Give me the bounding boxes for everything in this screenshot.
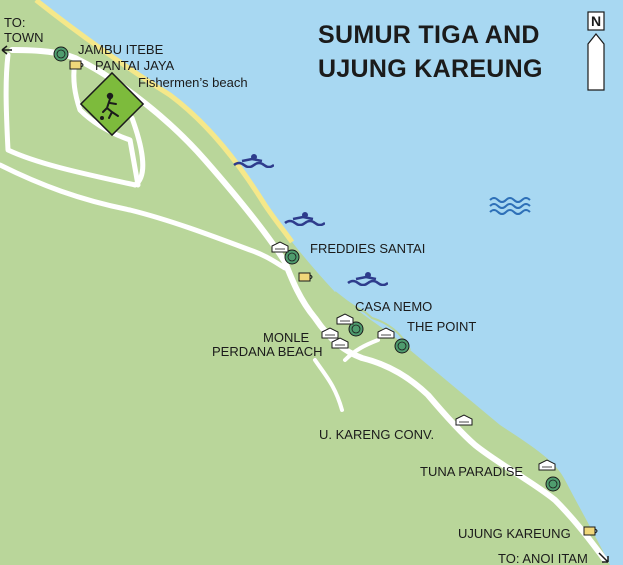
north-arrow-icon: N	[587, 11, 605, 91]
inland-road-a	[3, 52, 146, 188]
place-label-freddies-santai: FREDDIES SANTAI	[310, 241, 426, 256]
restaurant-icon	[284, 249, 300, 265]
restaurant-icon	[348, 321, 364, 337]
place-label-perdana-beach: PERDANA BEACH	[212, 344, 323, 359]
inland-road-c	[0, 162, 288, 271]
cafe-icon	[583, 526, 598, 536]
place-label-u-kareng-conv: U. KARENG CONV.	[319, 427, 435, 442]
restaurant-icon	[545, 476, 561, 492]
bungalow-icon	[271, 241, 289, 253]
waves-icon	[489, 197, 531, 215]
branch-road	[313, 358, 344, 412]
bungalow-icon	[331, 337, 349, 349]
arrow-down-right-icon	[598, 552, 609, 563]
place-label-monle: MONLE	[263, 330, 310, 345]
place-label-the-point: THE POINT	[407, 319, 477, 334]
place-label-ujung-kareung: UJUNG KAREUNG	[458, 526, 571, 541]
place-label-casa-nemo: CASA NEMO	[355, 299, 433, 314]
restaurant-icon	[394, 338, 410, 354]
place-label-jambu-itebe: JAMBU ITEBE	[78, 42, 164, 57]
inland-road-b	[71, 57, 141, 188]
bungalow-icon	[321, 327, 339, 339]
branch-road-2	[343, 338, 380, 362]
place-label-fishermens-beach: Fishermen’s beach	[138, 75, 248, 90]
map-title-line2: UJUNG KAREUNG	[318, 55, 543, 83]
football-field-icon	[79, 71, 145, 137]
bungalow-icon	[455, 414, 473, 426]
restaurant-icon	[53, 46, 69, 62]
place-label-pantai-jaya: PANTAI JAYA	[95, 58, 175, 73]
to-town-label-line1: TO:	[4, 15, 26, 30]
cafe-icon	[69, 60, 84, 70]
to-town-label-line2: TOWN	[4, 30, 44, 45]
arrow-left-icon	[1, 45, 12, 55]
bungalow-icon	[336, 313, 354, 325]
swimming-icon	[233, 154, 274, 168]
bungalow-icon	[377, 327, 395, 339]
swimming-icon	[284, 212, 325, 226]
north-letter: N	[591, 13, 601, 29]
swimming-icon	[347, 272, 388, 286]
map-title-line1: SUMUR TIGA AND	[318, 21, 540, 49]
bungalow-icon	[538, 459, 556, 471]
place-label-tuna-paradise: TUNA PARADISE	[420, 464, 524, 479]
coastline-point	[334, 291, 411, 351]
beach-strip	[34, 0, 295, 244]
cafe-icon	[298, 272, 313, 282]
to-anoi-itam-label: TO: ANOI ITAM	[498, 551, 588, 565]
